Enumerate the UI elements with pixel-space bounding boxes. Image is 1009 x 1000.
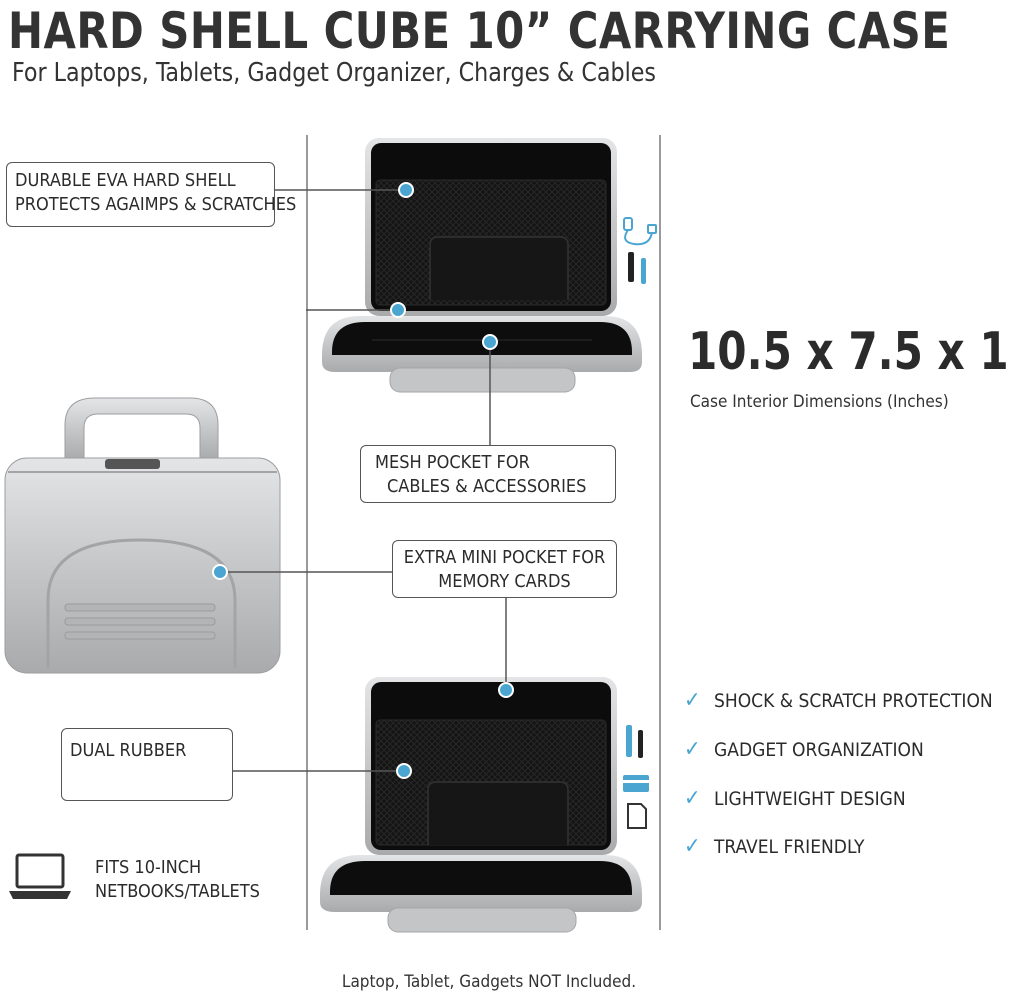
feature-item: ✓ GADGET ORGANIZATION — [684, 737, 924, 762]
check-icon: ✓ — [684, 688, 701, 713]
open-case-top — [322, 138, 642, 393]
footnote: Laptop, Tablet, Gadgets NOT Included. — [341, 972, 637, 992]
callout-text: MEMORY CARDS — [438, 571, 571, 592]
divider-right — [659, 135, 661, 930]
check-icon: ✓ — [684, 786, 701, 811]
cable-icon — [623, 217, 657, 246]
pen-icon — [628, 252, 646, 284]
feature-label: TRAVEL FRIENDLY — [714, 835, 865, 858]
callout-text: DURABLE EVA HARD SHELL — [15, 170, 236, 191]
feature-label: LIGHTWEIGHT DESIGN — [714, 787, 906, 810]
callout-text: EXTRA MINI POCKET FOR — [403, 547, 606, 568]
callout-text: PROTECTS AGAIMPS & SCRATCHES — [15, 194, 297, 215]
product-illustration — [4, 138, 657, 933]
feature-label: SHOCK & SCRATCH PROTECTION — [714, 689, 993, 712]
dimensions-value: 10.5 x 7.5 x 1 — [688, 322, 1009, 382]
callout-dual-rubber: DUAL RUBBER — [61, 728, 233, 801]
callout-hard-shell: DURABLE EVA HARD SHELL PROTECTS AGAIMPS … — [6, 162, 297, 227]
feature-item: ✓ LIGHTWEIGHT DESIGN — [684, 786, 906, 811]
callout-mini-pocket: EXTRA MINI POCKET FOR MEMORY CARDS — [392, 540, 617, 598]
card-icon — [623, 775, 649, 792]
callout-text: MESH POCKET FOR — [375, 452, 530, 473]
feature-label: GADGET ORGANIZATION — [714, 738, 924, 761]
page-title: HARD SHELL CUBE 10” CARRYING CASE — [8, 2, 951, 60]
pen-icon-2 — [626, 725, 643, 758]
callout-text: DUAL RUBBER — [70, 740, 187, 761]
callout-mesh-pocket: MESH POCKET FOR CABLES & ACCESSORIES — [360, 445, 616, 503]
feature-item: ✓ TRAVEL FRIENDLY — [684, 834, 864, 859]
sd-card-icon — [627, 803, 647, 829]
dimensions-caption: Case Interior Dimensions (Inches) — [690, 392, 949, 412]
laptop-icon — [9, 853, 71, 899]
fits-note: FITS 10-INCH NETBOOKS/TABLETS — [95, 856, 260, 904]
open-case-bottom — [320, 677, 642, 933]
fits-line: FITS 10-INCH — [95, 857, 202, 878]
divider-left — [306, 135, 308, 930]
callout-dots — [212, 182, 514, 779]
check-icon: ✓ — [684, 834, 701, 859]
fits-line: NETBOOKS/TABLETS — [95, 881, 260, 902]
callout-text: CABLES & ACCESSORIES — [387, 476, 587, 497]
connector-lines — [220, 189, 507, 772]
closed-case — [4, 397, 281, 674]
check-icon: ✓ — [684, 737, 701, 762]
feature-item: ✓ SHOCK & SCRATCH PROTECTION — [684, 688, 993, 713]
page-subtitle: For Laptops, Tablets, Gadget Organizer, … — [12, 58, 657, 88]
